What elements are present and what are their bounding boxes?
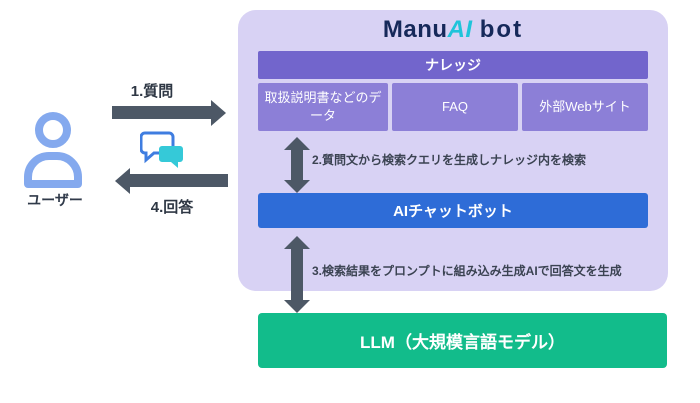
knowledge-source-faq: FAQ [392, 83, 518, 131]
user-label: ユーザー [27, 192, 83, 208]
manuai-bot-logo: ManuAI bot [238, 16, 668, 44]
logo-part-bot: bot [479, 16, 524, 43]
user-icon [20, 110, 86, 193]
generate-double-arrow [284, 236, 310, 313]
llm-bar: LLM（大規模言語モデル） [258, 313, 667, 368]
logo-part-manu: Manu [382, 16, 448, 43]
answer-arrow [130, 174, 228, 187]
step3-note: 3.検索結果をプロンプトに組み込み生成AIで回答文を生成 [312, 264, 622, 278]
step4-label: 4.回答 [150, 199, 194, 216]
ai-chatbot-bar: AIチャットボット [258, 193, 648, 228]
step2-note: 2.質問文から検索クエリを生成しナレッジ内を検索 [312, 153, 587, 167]
knowledge-header: ナレッジ [258, 51, 648, 79]
question-arrow [112, 106, 211, 119]
logo-part-ai: AI [447, 16, 473, 43]
knowledge-source-web: 外部Webサイト [522, 83, 648, 131]
chat-bubbles-icon [139, 130, 186, 175]
knowledge-source-manual: 取扱説明書などのデータ [258, 83, 388, 131]
search-double-arrow [284, 137, 310, 193]
step1-label: 1.質問 [130, 83, 174, 100]
